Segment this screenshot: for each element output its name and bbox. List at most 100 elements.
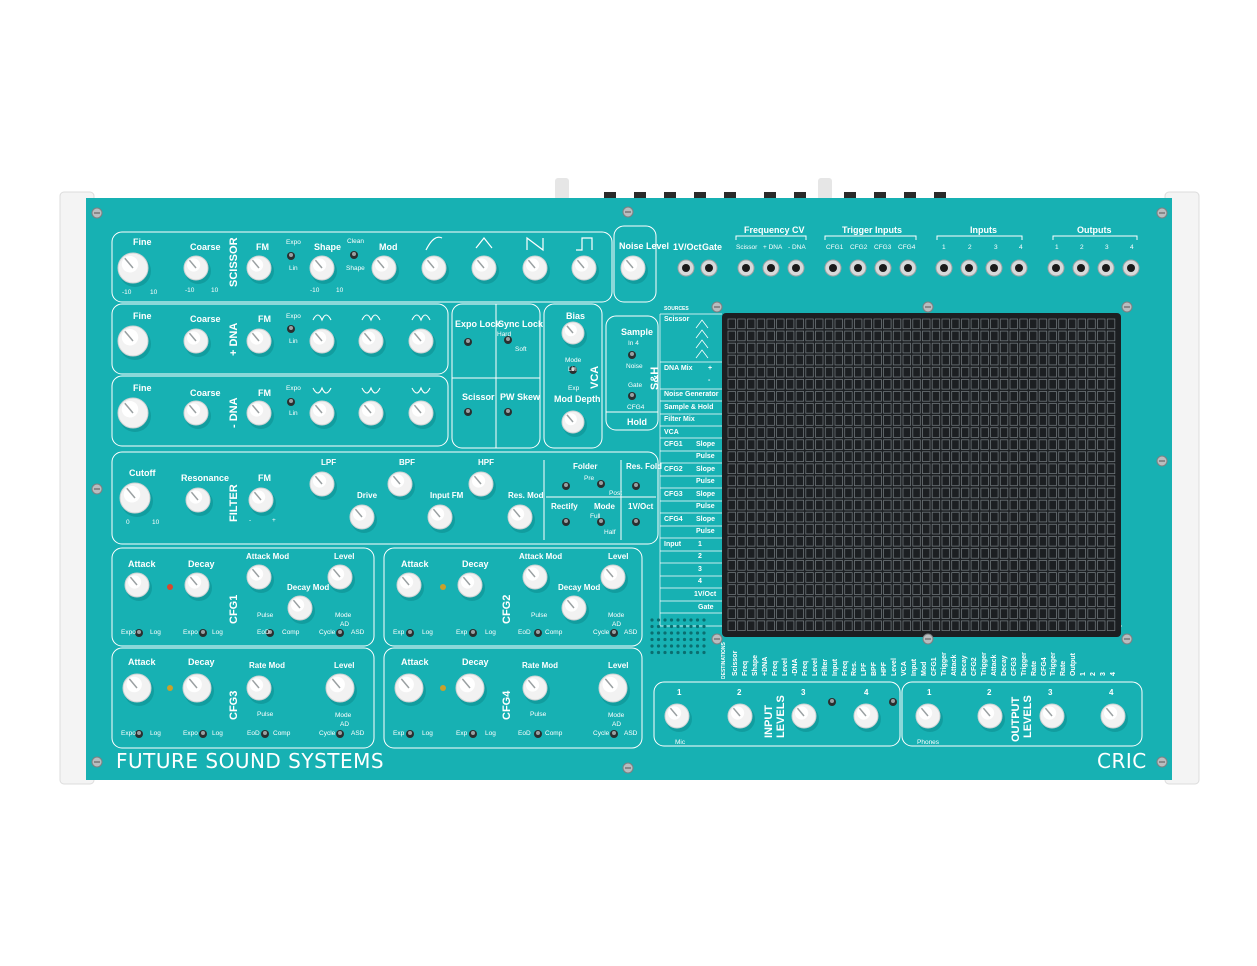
matrix-cell[interactable] [863, 596, 872, 607]
matrix-cell[interactable] [892, 354, 902, 366]
output-level-2-knob[interactable] [977, 703, 1005, 732]
matrix-cell[interactable] [1048, 427, 1057, 438]
cfg4-decay-knob[interactable] [455, 673, 487, 706]
matrix-cell[interactable] [786, 560, 795, 571]
matrix-cell[interactable] [737, 572, 746, 583]
matrix-cell[interactable] [805, 511, 814, 523]
matrix-cell[interactable] [737, 487, 746, 499]
matrix-cell[interactable] [844, 608, 853, 619]
matrix-cell[interactable] [766, 596, 775, 607]
matrix-cell[interactable] [883, 318, 892, 330]
matrix-cell[interactable] [824, 584, 834, 595]
matrix-cell[interactable] [766, 487, 775, 499]
matrix-cell[interactable] [961, 378, 970, 390]
matrix-cell[interactable] [1106, 342, 1116, 354]
matrix-cell[interactable] [844, 584, 853, 595]
jack-input-3[interactable] [985, 259, 1003, 277]
matrix-cell[interactable] [892, 378, 902, 390]
matrix-cell[interactable] [863, 572, 872, 583]
matrix-cell[interactable] [902, 427, 911, 438]
matrix-cell[interactable] [931, 499, 941, 511]
matrix-cell[interactable] [1106, 487, 1116, 499]
matrix-cell[interactable] [902, 572, 911, 583]
matrix-cell[interactable] [747, 523, 756, 535]
matrix-cell[interactable] [747, 572, 756, 583]
scissor-mod-knob[interactable] [371, 255, 399, 284]
expo-lock-switch[interactable] [464, 338, 472, 346]
matrix-cell[interactable] [854, 451, 863, 462]
matrix-cell[interactable] [786, 318, 795, 330]
matrix-cell[interactable] [727, 511, 736, 523]
matrix-cell[interactable] [931, 366, 941, 378]
matrix-cell[interactable] [756, 378, 766, 390]
matrix-cell[interactable] [961, 572, 970, 583]
matrix-cell[interactable] [892, 475, 902, 487]
matrix-cell[interactable] [805, 439, 814, 450]
matrix-cell[interactable] [873, 475, 882, 487]
matrix-cell[interactable] [922, 427, 931, 438]
matrix-cell[interactable] [786, 330, 795, 342]
matrix-cell[interactable] [756, 463, 766, 474]
matrix-cell[interactable] [727, 499, 736, 511]
matrix-cell[interactable] [766, 499, 775, 511]
matrix-cell[interactable] [824, 330, 834, 342]
matrix-cell[interactable] [902, 318, 911, 330]
matrix-cell[interactable] [727, 366, 736, 378]
matrix-cell[interactable] [1106, 608, 1116, 619]
matrix-cell[interactable] [727, 391, 736, 402]
matrix-cell[interactable] [1029, 536, 1038, 547]
matrix-cell[interactable] [1029, 523, 1038, 535]
matrix-cell[interactable] [970, 318, 979, 330]
matrix-cell[interactable] [902, 451, 911, 462]
matrix-cell[interactable] [1009, 560, 1018, 571]
matrix-cell[interactable] [776, 330, 785, 342]
matrix-cell[interactable] [834, 560, 843, 571]
matrix-cell[interactable] [1009, 318, 1018, 330]
matrix-cell[interactable] [1058, 572, 1067, 583]
matrix-cell[interactable] [1077, 536, 1086, 547]
matrix-cell[interactable] [873, 439, 882, 450]
matrix-cell[interactable] [844, 487, 853, 499]
sh-gate-switch[interactable] [628, 392, 636, 400]
matrix-cell[interactable] [1068, 608, 1077, 619]
matrix-cell[interactable] [727, 342, 736, 354]
matrix-cell[interactable] [1029, 511, 1038, 523]
matrix-cell[interactable] [766, 330, 775, 342]
matrix-cell[interactable] [824, 487, 834, 499]
matrix-cell[interactable] [844, 354, 853, 366]
matrix-cell[interactable] [883, 366, 892, 378]
matrix-cell[interactable] [1029, 548, 1038, 559]
matrix-cell[interactable] [990, 499, 999, 511]
matrix-cell[interactable] [931, 584, 941, 595]
matrix-cell[interactable] [1087, 475, 1096, 487]
matrix-cell[interactable] [854, 403, 863, 414]
matrix-cell[interactable] [795, 596, 804, 607]
matrix-cell[interactable] [1097, 620, 1106, 632]
matrix-cell[interactable] [776, 584, 785, 595]
matrix-cell[interactable] [1077, 354, 1086, 366]
matrix-cell[interactable] [990, 330, 999, 342]
matrix-cell[interactable] [990, 439, 999, 450]
matrix-cell[interactable] [1009, 596, 1018, 607]
matrix-cell[interactable] [892, 487, 902, 499]
noise-level-knob[interactable] [620, 255, 648, 284]
matrix-cell[interactable] [834, 391, 843, 402]
matrix-cell[interactable] [980, 342, 989, 354]
matrix-cell[interactable] [970, 403, 979, 414]
matrix-cell[interactable] [834, 451, 843, 462]
matrix-cell[interactable] [951, 499, 960, 511]
matrix-cell[interactable] [1029, 403, 1038, 414]
matrix-cell[interactable] [805, 342, 814, 354]
matrix-cell[interactable] [873, 536, 882, 547]
matrix-cell[interactable] [815, 342, 824, 354]
matrix-cell[interactable] [766, 584, 775, 595]
matrix-cell[interactable] [815, 523, 824, 535]
matrix-cell[interactable] [892, 318, 902, 330]
matrix-cell[interactable] [951, 318, 960, 330]
matrix-cell[interactable] [999, 499, 1009, 511]
matrix-cell[interactable] [844, 403, 853, 414]
matrix-cell[interactable] [834, 572, 843, 583]
matrix-cell[interactable] [1048, 451, 1057, 462]
matrix-cell[interactable] [902, 620, 911, 632]
matrix-cell[interactable] [844, 523, 853, 535]
